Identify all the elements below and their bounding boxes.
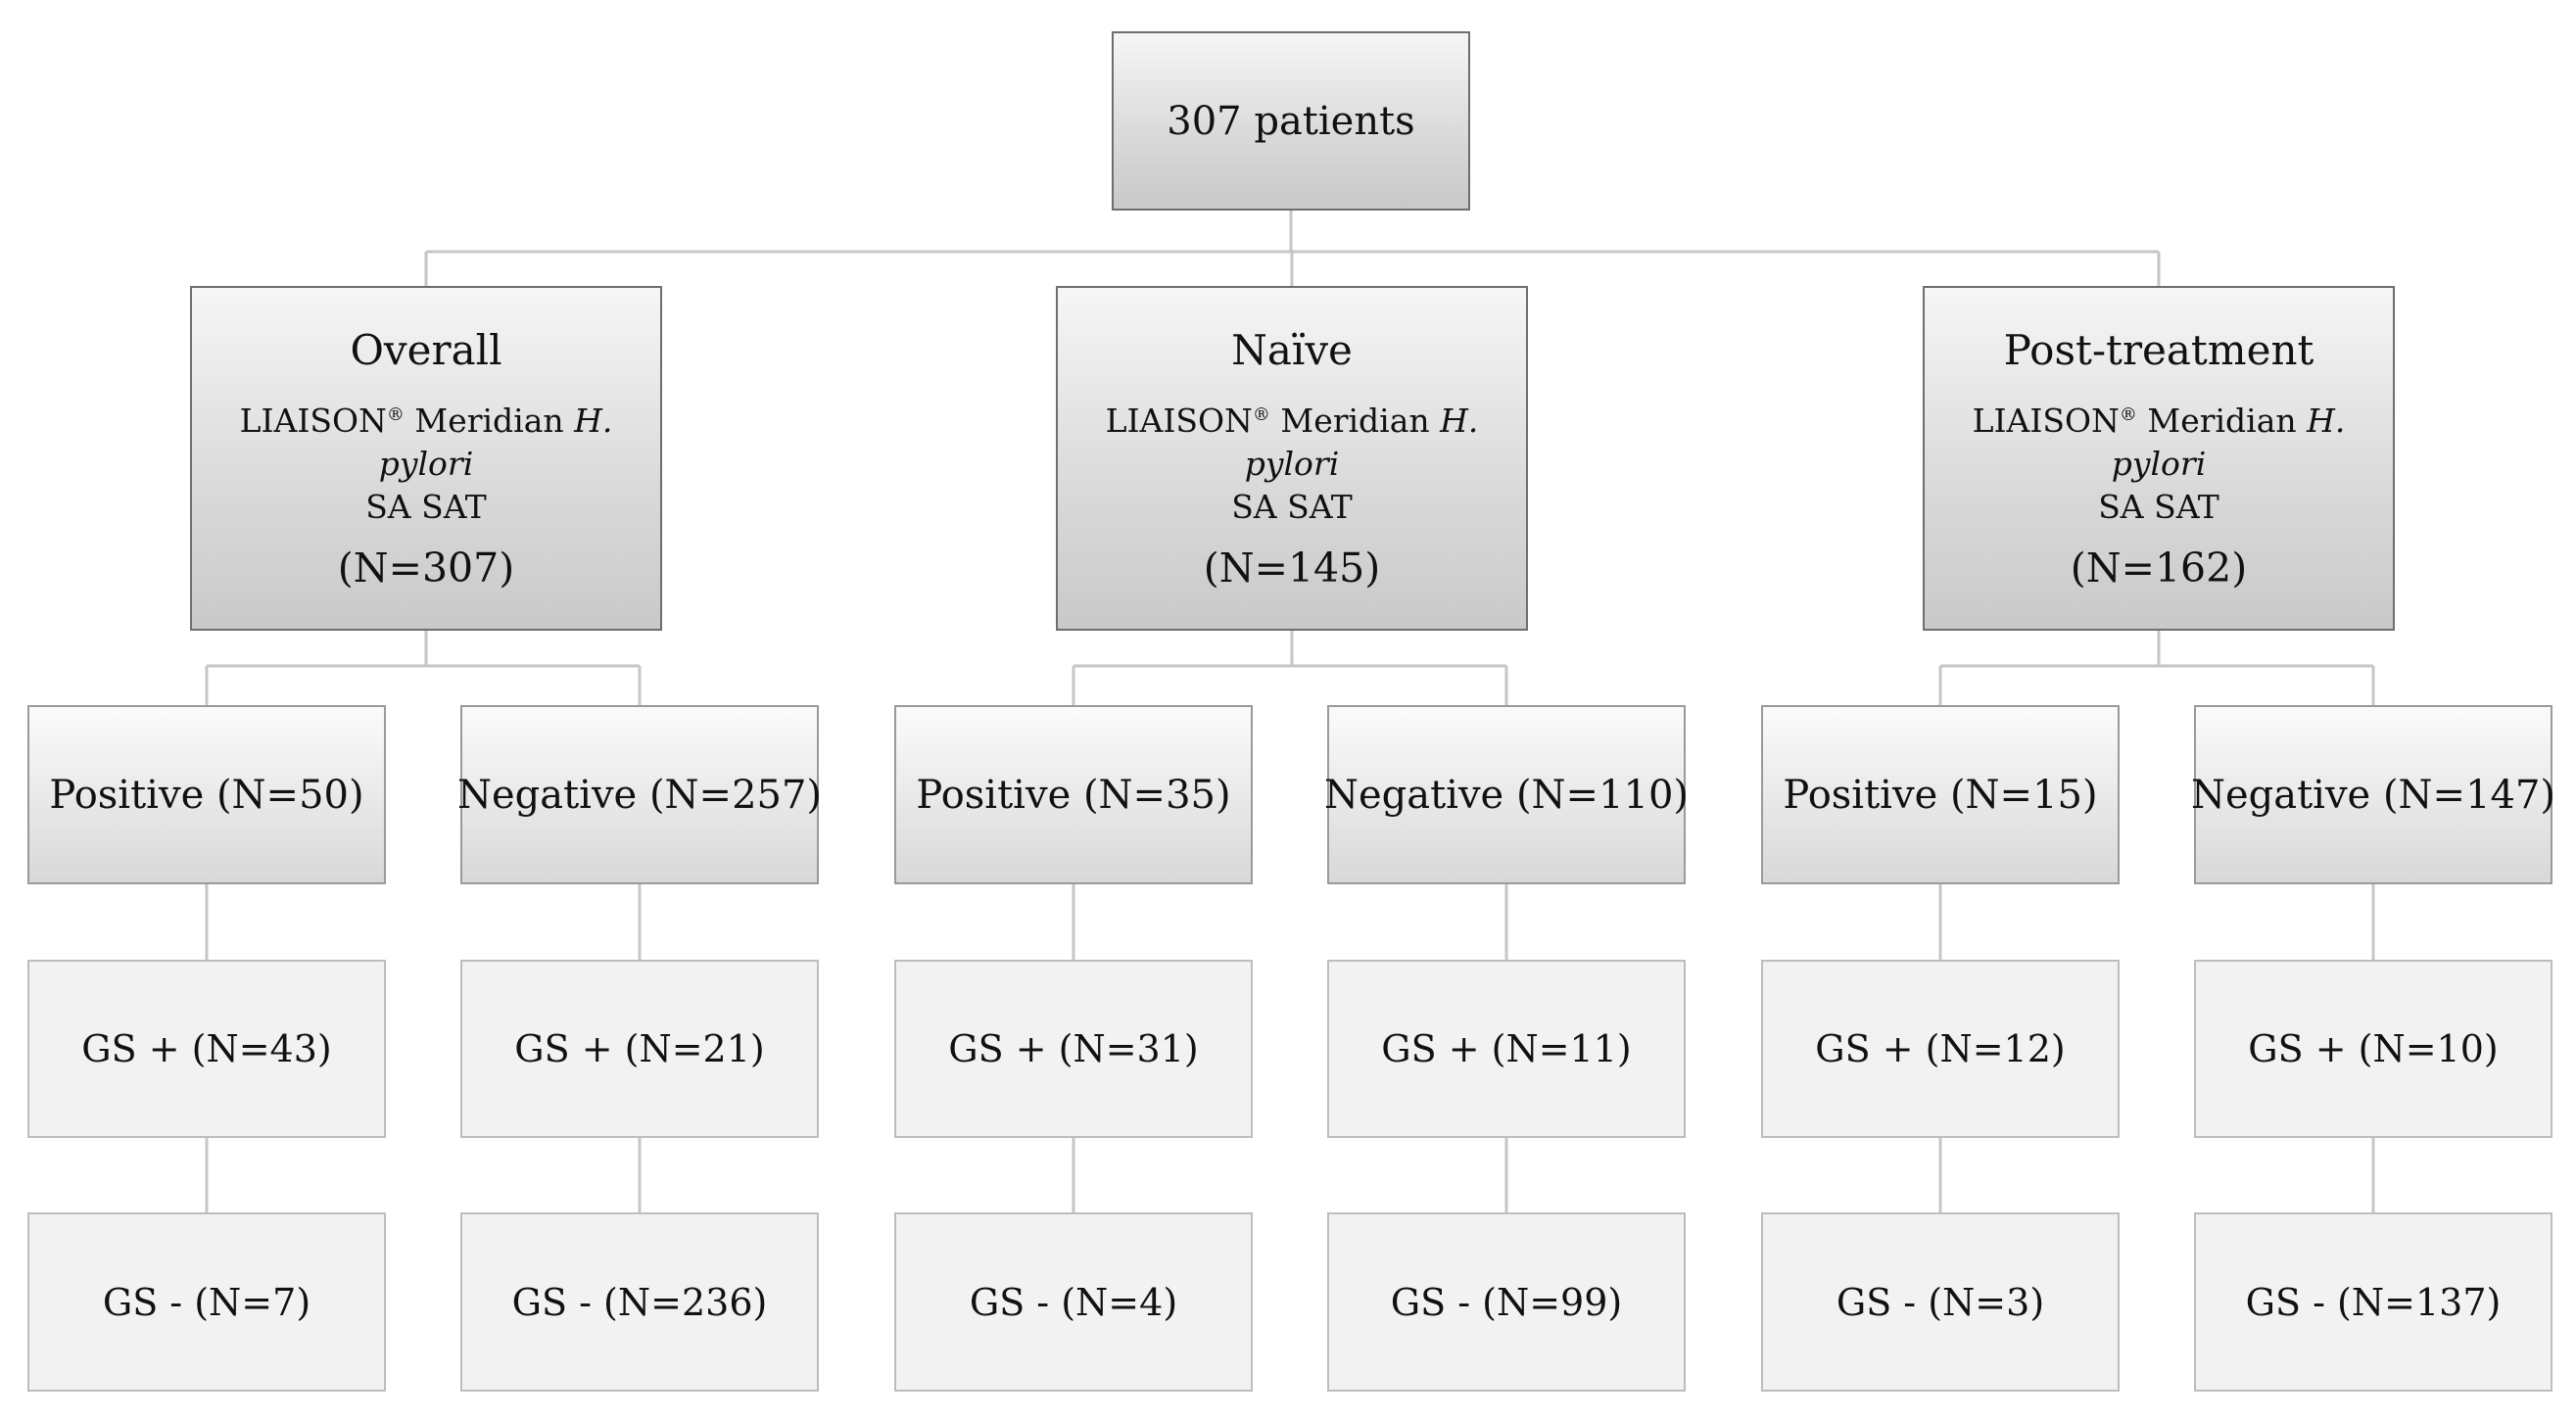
group-count: (N=162): [2070, 544, 2248, 592]
result-node-negative: Negative (N=257): [456, 705, 823, 884]
gs-positive-node: GS + (N=12): [1761, 960, 2120, 1138]
group-node-overall: Overall LIAISON® Meridian H. pylori SA S…: [190, 286, 662, 631]
group-title: Overall: [350, 325, 502, 374]
assay-prefix: LIAISON: [1972, 401, 2120, 440]
group-count: (N=145): [1203, 544, 1381, 592]
gs-label: GS - (N=7): [102, 1280, 311, 1324]
assay-line2: SA SAT: [1231, 487, 1353, 526]
gs-positive-node: GS + (N=21): [460, 960, 819, 1138]
assay-name: LIAISON® Meridian H. pylori: [1925, 400, 2393, 486]
assay-line2: SA SAT: [2098, 487, 2219, 526]
root-label: 307 patients: [1167, 98, 1415, 144]
gs-negative-node: GS - (N=3): [1761, 1212, 2120, 1392]
assay-brand: Meridian: [1269, 401, 1441, 440]
gs-label: GS + (N=11): [1381, 1027, 1632, 1070]
result-label: Negative (N=257): [456, 772, 823, 818]
gs-negative-node: GS - (N=99): [1327, 1212, 1686, 1392]
gs-negative-node: GS - (N=7): [27, 1212, 386, 1392]
result-label: Negative (N=147): [2190, 772, 2556, 818]
assay-brand: Meridian: [2136, 401, 2308, 440]
registered-mark: ®: [2119, 403, 2137, 425]
gs-negative-node: GS - (N=236): [460, 1212, 819, 1392]
assay-prefix: LIAISON: [239, 401, 387, 440]
gs-positive-node: GS + (N=10): [2194, 960, 2552, 1138]
result-label: Negative (N=110): [1323, 772, 1690, 818]
gs-label: GS + (N=31): [948, 1027, 1199, 1070]
result-node-positive: Positive (N=15): [1761, 705, 2120, 884]
assay-brand: Meridian: [404, 401, 575, 440]
group-title: Naïve: [1231, 325, 1353, 374]
result-label: Positive (N=50): [49, 772, 364, 818]
result-label: Positive (N=15): [1783, 772, 2098, 818]
registered-mark: ®: [386, 403, 405, 425]
gs-negative-node: GS - (N=137): [2194, 1212, 2552, 1392]
group-title: Post-treatment: [2003, 325, 2314, 374]
result-node-negative: Negative (N=147): [2190, 705, 2556, 884]
gs-label: GS - (N=4): [969, 1280, 1178, 1324]
assay-organism: H. pylori: [378, 401, 613, 483]
gs-label: GS + (N=43): [81, 1027, 332, 1070]
result-node-positive: Positive (N=50): [27, 705, 386, 884]
gs-positive-node: GS + (N=31): [894, 960, 1253, 1138]
group-node-naive: Naïve LIAISON® Meridian H. pylori SA SAT…: [1056, 286, 1528, 631]
gs-label: GS - (N=99): [1390, 1280, 1623, 1324]
gs-negative-node: GS - (N=4): [894, 1212, 1253, 1392]
gs-label: GS - (N=236): [511, 1280, 768, 1324]
assay-organism: H. pylori: [2111, 401, 2346, 483]
registered-mark: ®: [1252, 403, 1270, 425]
gs-positive-node: GS + (N=11): [1327, 960, 1686, 1138]
group-node-post-treatment: Post-treatment LIAISON® Meridian H. pylo…: [1923, 286, 2395, 631]
root-node: 307 patients: [1112, 31, 1470, 211]
gs-positive-node: GS + (N=43): [27, 960, 386, 1138]
gs-label: GS + (N=21): [514, 1027, 765, 1070]
gs-label: GS + (N=10): [2248, 1027, 2499, 1070]
gs-label: GS + (N=12): [1815, 1027, 2066, 1070]
gs-label: GS - (N=3): [1836, 1280, 2045, 1324]
result-node-positive: Positive (N=35): [894, 705, 1253, 884]
assay-organism: H. pylori: [1244, 401, 1479, 483]
assay-prefix: LIAISON: [1105, 401, 1253, 440]
assay-name: LIAISON® Meridian H. pylori: [192, 400, 660, 486]
group-count: (N=307): [337, 544, 515, 592]
gs-label: GS - (N=137): [2245, 1280, 2502, 1324]
result-node-negative: Negative (N=110): [1323, 705, 1690, 884]
result-label: Positive (N=35): [916, 772, 1231, 818]
assay-name: LIAISON® Meridian H. pylori: [1058, 400, 1526, 486]
assay-line2: SA SAT: [365, 487, 487, 526]
